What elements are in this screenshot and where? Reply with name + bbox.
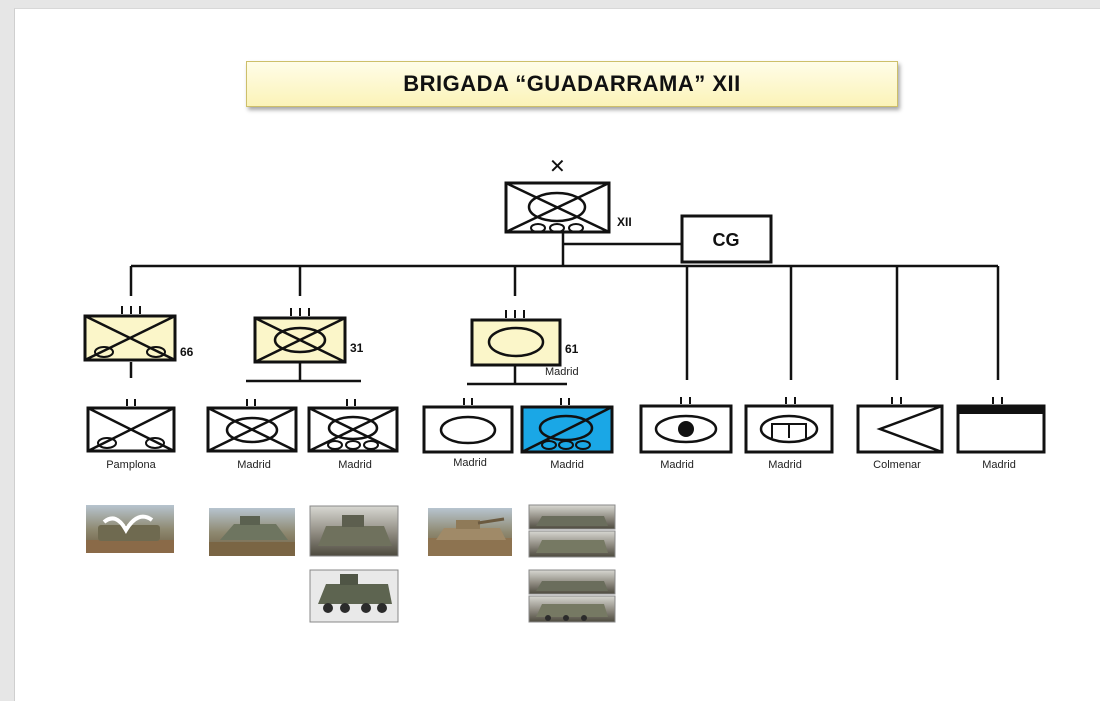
unit-mountain-infantry: Pamplona xyxy=(86,399,176,471)
unit-field-artillery: Madrid xyxy=(639,397,733,471)
brigade-symbol: ✕ XII xyxy=(504,154,632,234)
unit-location: Madrid xyxy=(237,459,271,471)
vehicle-photos xyxy=(86,504,616,623)
unit-wheeled-mechanized-infantry: Madrid xyxy=(307,399,399,471)
regiment-66: 66 xyxy=(83,306,194,362)
unit-signals: Colmenar xyxy=(856,397,944,471)
unit-location: Pamplona xyxy=(106,459,156,471)
unit-location: Madrid xyxy=(453,457,487,469)
tank-and-wheeled-vehicle-photo xyxy=(528,569,616,623)
unit-engineers: Madrid xyxy=(744,397,834,471)
wheeled-apc-photo xyxy=(309,569,399,623)
regiment-66-number: 66 xyxy=(180,345,194,359)
command-group-label: CG xyxy=(713,230,740,250)
connector-lines xyxy=(129,232,1000,386)
unit-location: Madrid xyxy=(338,459,372,471)
main-battle-tank-photo xyxy=(428,508,512,556)
unit-logistics: Madrid xyxy=(956,397,1046,471)
unit-armor: Madrid xyxy=(422,398,514,469)
brigade-designation: XII xyxy=(617,215,632,229)
unit-location: Madrid xyxy=(660,459,694,471)
command-group: CG xyxy=(563,214,773,264)
unit-mechanized-infantry: Madrid xyxy=(206,399,298,471)
page-title: BRIGADA “GUADARRAMA” XII xyxy=(246,61,898,107)
tracked-ifv-photo xyxy=(309,505,399,557)
unit-armored-cavalry: Madrid xyxy=(520,398,614,471)
brigade-echelon-mark: ✕ xyxy=(549,154,566,178)
regiment-61: 61 Madrid xyxy=(470,310,579,378)
unit-location: Madrid xyxy=(768,459,802,471)
unit-location: Colmenar xyxy=(873,459,921,471)
mountain-vehicle-photo xyxy=(86,505,174,553)
regiment-61-number: 61 xyxy=(565,342,579,356)
unit-location: Madrid xyxy=(550,459,584,471)
regiment-61-location: Madrid xyxy=(545,366,579,378)
unit-location: Madrid xyxy=(982,459,1016,471)
tracked-ifv-photo xyxy=(209,508,295,556)
tank-and-wheeled-vehicle-photo xyxy=(528,504,616,558)
regiment-31: 31 xyxy=(253,308,364,364)
regiment-31-number: 31 xyxy=(350,341,364,355)
